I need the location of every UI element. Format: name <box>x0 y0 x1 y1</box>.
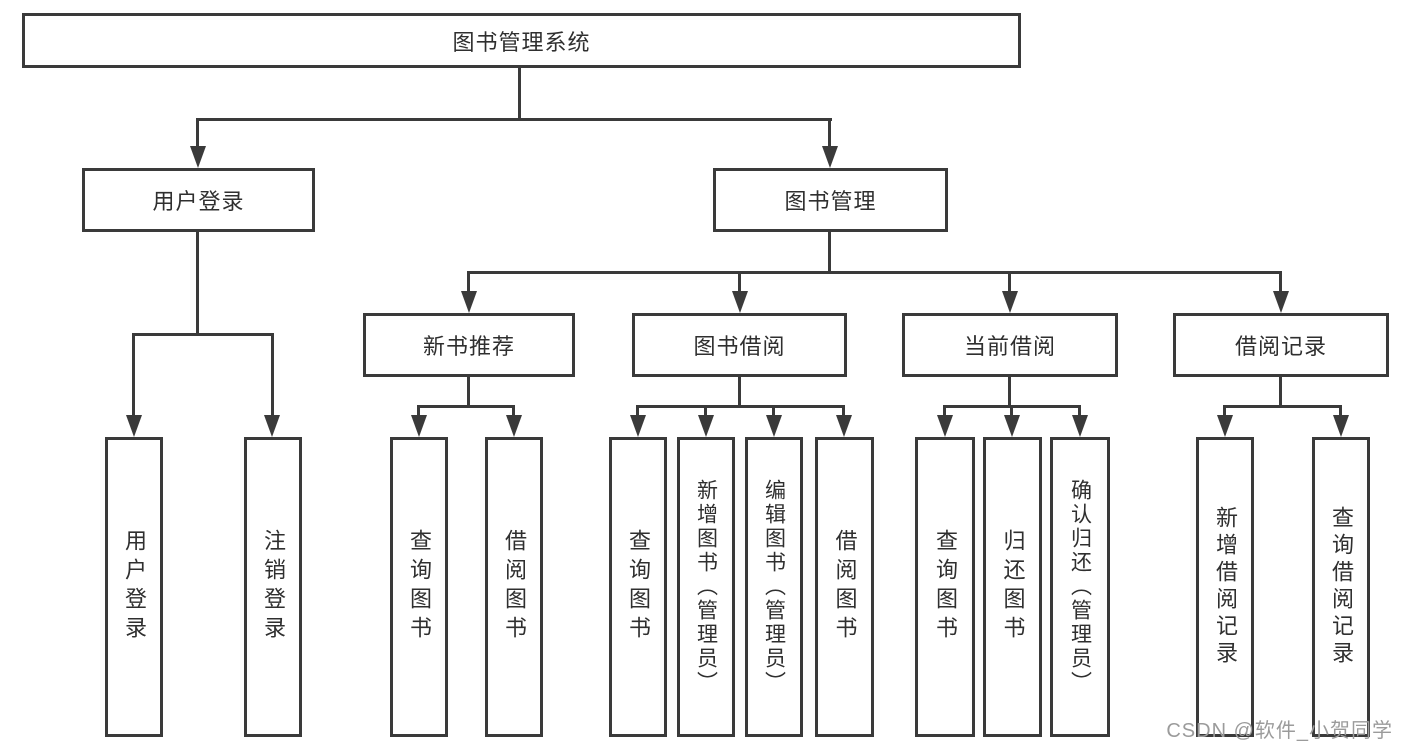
connector-book-mgmt-stem-1 <box>467 271 470 293</box>
node-new-books: 新书推荐 <box>363 313 575 377</box>
connector-new-books-trunk <box>467 377 470 407</box>
node-leaf-borrow-books-1: 借阅图书 <box>485 437 543 737</box>
connector-user-login-rail <box>132 333 274 336</box>
csdn-watermark: CSDN @软件_小贺同学 <box>1166 720 1393 742</box>
connector-book-mgmt-trunk <box>828 232 831 274</box>
node-leaf-add-borrow-record-label: 新增借阅记录 <box>1213 506 1238 668</box>
node-leaf-query-books-3: 查询图书 <box>915 437 975 737</box>
arrow-to-book-borrow <box>732 291 748 313</box>
connector-book-mgmt-stem-4 <box>1279 271 1282 293</box>
node-user-login: 用户登录 <box>82 168 315 232</box>
node-user-login-label: 用户登录 <box>152 189 245 214</box>
connector-current-borrow-stem-2 <box>1010 405 1013 416</box>
connector-root-stem-left <box>196 118 199 148</box>
node-leaf-query-books-3-label: 查询图书 <box>933 529 958 645</box>
node-leaf-query-borrow-record-label: 查询借阅记录 <box>1329 506 1354 668</box>
node-leaf-query-books-1: 查询图书 <box>390 437 448 737</box>
arrow-to-new-books <box>461 291 477 313</box>
node-leaf-query-books-2-label: 查询图书 <box>626 529 651 645</box>
connector-new-books-rail <box>417 405 515 408</box>
node-root: 图书管理系统 <box>22 13 1021 68</box>
node-current-borrow: 当前借阅 <box>902 313 1118 377</box>
connector-borrow-records-stem-2 <box>1339 405 1342 416</box>
node-leaf-edit-book-admin-label: 编辑图书（管理员） <box>762 479 786 695</box>
connector-book-borrow-stem-1 <box>636 405 639 416</box>
node-leaf-return-book-label: 归还图书 <box>1000 529 1026 645</box>
arrow-to-leaf-query-record <box>1333 415 1349 437</box>
connector-current-borrow-trunk <box>1008 377 1011 407</box>
arrow-to-leaf-add-record <box>1217 415 1233 437</box>
arrow-to-leaf-query-2 <box>630 415 646 437</box>
node-leaf-user-login: 用户登录 <box>105 437 163 737</box>
arrow-to-leaf-return-book <box>1004 415 1020 437</box>
node-leaf-borrow-books-2-label: 借阅图书 <box>832 529 858 645</box>
connector-borrow-records-stem-1 <box>1223 405 1226 416</box>
connector-current-borrow-stem-1 <box>943 405 946 416</box>
node-current-borrow-label: 当前借阅 <box>963 334 1056 359</box>
connector-book-mgmt-stem-3 <box>1008 271 1011 293</box>
node-leaf-query-books-1-label: 查询图书 <box>407 529 432 645</box>
node-leaf-return-book: 归还图书 <box>983 437 1042 737</box>
node-leaf-borrow-books-1-label: 借阅图书 <box>502 529 527 645</box>
arrow-to-leaf-borrow-2 <box>836 415 852 437</box>
node-leaf-confirm-return-admin-label: 确认归还（管理员） <box>1068 479 1092 695</box>
connector-book-borrow-rail <box>636 405 845 408</box>
node-leaf-query-borrow-record: 查询借阅记录 <box>1312 437 1370 737</box>
arrow-to-leaf-edit-book <box>766 415 782 437</box>
node-leaf-add-borrow-record: 新增借阅记录 <box>1196 437 1254 737</box>
connector-borrow-records-rail <box>1223 405 1342 408</box>
connector-new-books-stem-1 <box>417 405 420 416</box>
arrow-to-book-mgmt <box>822 146 838 168</box>
node-leaf-confirm-return-admin: 确认归还（管理员） <box>1050 437 1110 737</box>
connector-root-trunk <box>518 68 521 121</box>
node-root-label: 图书管理系统 <box>452 29 591 55</box>
node-borrow-records: 借阅记录 <box>1173 313 1389 377</box>
arrow-to-user-login <box>190 146 206 168</box>
node-book-mgmt: 图书管理 <box>713 168 948 232</box>
arrow-to-leaf-confirm-return <box>1072 415 1088 437</box>
connector-current-borrow-stem-3 <box>1078 405 1081 416</box>
connector-book-borrow-stem-2 <box>704 405 707 416</box>
node-book-borrow: 图书借阅 <box>632 313 847 377</box>
connector-user-login-stem-2 <box>271 333 274 416</box>
connector-user-login-trunk <box>196 232 199 335</box>
connector-borrow-records-trunk <box>1279 377 1282 407</box>
node-new-books-label: 新书推荐 <box>422 334 515 359</box>
arrow-to-leaf-query-3 <box>937 415 953 437</box>
node-leaf-add-book-admin-label: 新增图书（管理员） <box>694 479 718 695</box>
connector-new-books-stem-2 <box>512 405 515 416</box>
node-leaf-borrow-books-2: 借阅图书 <box>815 437 874 737</box>
arrow-to-leaf-borrow-1 <box>506 415 522 437</box>
connector-root-stem-right <box>828 118 831 148</box>
node-borrow-records-label: 借阅记录 <box>1234 334 1327 359</box>
node-leaf-logout: 注销登录 <box>244 437 302 737</box>
arrow-to-leaf-add-book <box>698 415 714 437</box>
node-leaf-edit-book-admin: 编辑图书（管理员） <box>745 437 803 737</box>
arrow-to-leaf-query-1 <box>411 415 427 437</box>
node-leaf-user-login-label: 用户登录 <box>122 529 147 645</box>
node-book-borrow-label: 图书借阅 <box>693 334 786 359</box>
node-leaf-add-book-admin: 新增图书（管理员） <box>677 437 735 737</box>
node-leaf-logout-label: 注销登录 <box>261 529 286 645</box>
connector-book-mgmt-rail <box>468 271 1282 274</box>
node-book-mgmt-label: 图书管理 <box>784 189 877 214</box>
arrow-to-leaf-logout <box>264 415 280 437</box>
connector-book-borrow-stem-3 <box>772 405 775 416</box>
connector-user-login-stem-1 <box>132 333 135 416</box>
node-leaf-query-books-2: 查询图书 <box>609 437 667 737</box>
connector-root-rail <box>197 118 832 121</box>
arrow-to-borrow-records <box>1273 291 1289 313</box>
arrow-to-leaf-login <box>126 415 142 437</box>
connector-book-borrow-stem-4 <box>842 405 845 416</box>
connector-book-mgmt-stem-2 <box>738 271 741 293</box>
arrow-to-current-borrow <box>1002 291 1018 313</box>
connector-book-borrow-trunk <box>738 377 741 407</box>
